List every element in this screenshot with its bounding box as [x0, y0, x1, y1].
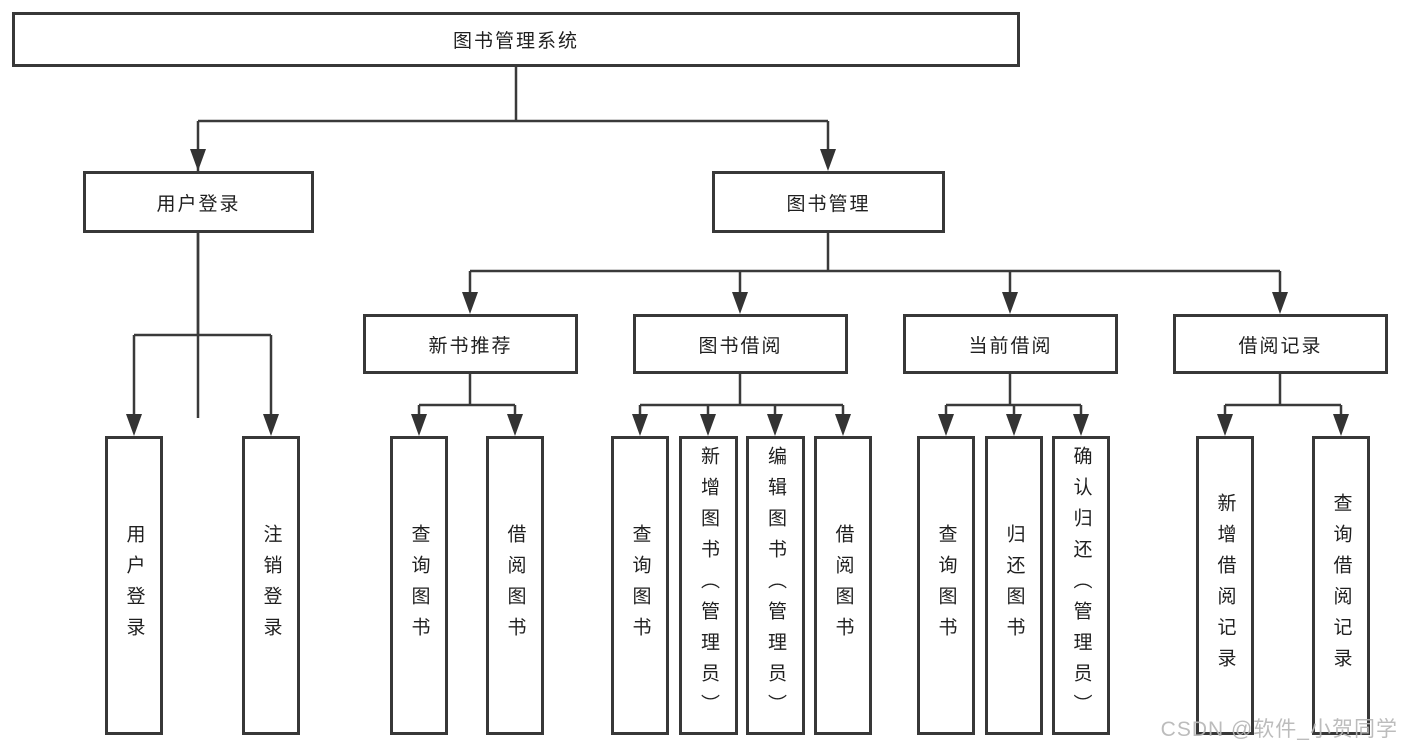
connector-root-to-level2: [196, 67, 830, 418]
leaf-query-books-borrowing: 查询图书: [611, 436, 669, 735]
leaf-query-books-current: 查询图书: [917, 436, 975, 735]
leaf-logout: 注销登录: [242, 436, 300, 735]
leaf-add-borrow-record-label: 新增借阅记录: [1214, 492, 1236, 679]
arrow-heads: [126, 149, 1349, 436]
leaf-user-login: 用户登录: [105, 436, 163, 735]
leaf-query-borrow-record: 查询借阅记录: [1312, 436, 1370, 735]
leaf-query-books-borrowing-label: 查询图书: [629, 523, 651, 648]
leaf-borrow-books-recommend: 借阅图书: [486, 436, 544, 735]
connector-book-mgmt-to-level3: [468, 233, 1282, 295]
leaf-query-borrow-record-label: 查询借阅记录: [1330, 492, 1352, 679]
leaf-add-borrow-record: 新增借阅记录: [1196, 436, 1254, 735]
node-book-management-branch: 图书管理: [712, 171, 945, 233]
leaf-return-books-label: 归还图书: [1003, 523, 1025, 648]
node-new-book-recommend-label: 新书推荐: [428, 335, 513, 357]
node-book-borrowing-label: 图书借阅: [698, 335, 783, 357]
connector-user-login-to-leaves: [132, 233, 273, 417]
node-current-borrowing: 当前借阅: [903, 314, 1118, 374]
leaf-add-books-admin: 新增图书（管理员）: [679, 436, 738, 735]
leaf-borrow-books: 借阅图书: [814, 436, 872, 735]
leaf-query-books-recommend-label: 查询图书: [408, 523, 430, 648]
connector-borrow-rec-to-leaves: [1223, 374, 1343, 417]
leaf-user-login-label: 用户登录: [123, 523, 145, 648]
leaf-edit-books-admin: 编辑图书（管理员）: [746, 436, 805, 735]
node-user-login-branch: 用户登录: [83, 171, 314, 233]
leaf-edit-books-admin-label: 编辑图书（管理员）: [765, 446, 786, 725]
leaf-query-books-recommend: 查询图书: [390, 436, 448, 735]
connector-cur-borrow-to-leaves: [944, 374, 1083, 417]
leaf-logout-label: 注销登录: [260, 523, 282, 648]
leaf-confirm-return-admin: 确认归还（管理员）: [1052, 436, 1110, 735]
node-current-borrowing-label: 当前借阅: [968, 335, 1053, 357]
node-root-system: 图书管理系统: [12, 12, 1020, 67]
csdn-watermark: CSDN @软件_小贺同学: [1160, 718, 1398, 741]
leaf-add-books-admin-label: 新增图书（管理员）: [698, 446, 719, 725]
node-borrow-records-label: 借阅记录: [1238, 335, 1323, 357]
leaf-confirm-return-admin-label: 确认归还（管理员）: [1070, 446, 1092, 725]
leaf-query-books-current-label: 查询图书: [935, 523, 957, 648]
node-user-login-branch-label: 用户登录: [156, 193, 241, 215]
leaf-borrow-books-recommend-label: 借阅图书: [504, 523, 526, 648]
leaf-borrow-books-label: 借阅图书: [832, 523, 854, 648]
leaf-return-books: 归还图书: [985, 436, 1043, 735]
node-new-book-recommend: 新书推荐: [363, 314, 578, 374]
node-root-system-label: 图书管理系统: [452, 31, 579, 52]
connector-new-book-to-leaves: [417, 374, 517, 417]
node-book-management-branch-label: 图书管理: [786, 193, 871, 215]
node-borrow-records: 借阅记录: [1173, 314, 1388, 374]
node-book-borrowing: 图书借阅: [633, 314, 848, 374]
connector-book-borrow-to-leaves: [638, 374, 845, 417]
